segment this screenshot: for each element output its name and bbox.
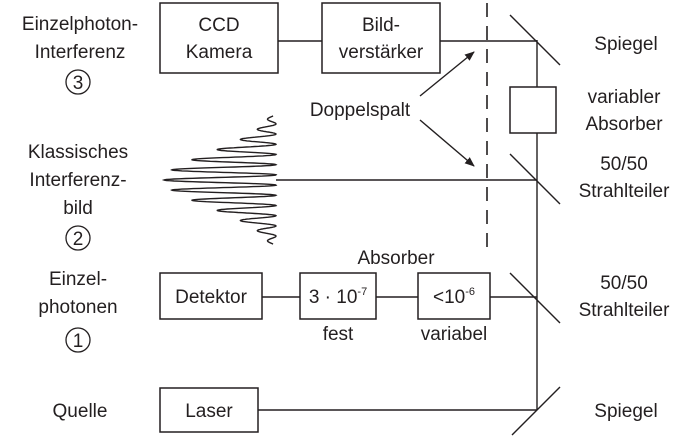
level1-number-circle [65, 327, 91, 353]
arrow-to-slit-top [419, 51, 475, 97]
ccd-label-line2: Kamera [186, 42, 253, 63]
double-slit-label: Doppelspalt [310, 100, 411, 121]
beam-splitter-middle-label-line1: 50/50 [600, 154, 648, 175]
arrow-to-slit-middle [419, 119, 475, 167]
level1-label-line2: photonen [38, 297, 117, 318]
level2-label-line1: Klassisches [28, 142, 128, 163]
laser-box [159, 387, 259, 433]
level1-number: 1 [73, 331, 84, 352]
variable-absorber-small-box [417, 272, 491, 320]
fixed-absorber-exponent: -7 [357, 286, 367, 298]
mirror-bottom [511, 386, 561, 436]
level2-label-line2: Interferenz- [29, 170, 126, 191]
variable-absorber-label-line2: Absorber [585, 114, 663, 135]
fixed-absorber-value: 3 · 10-7 [309, 286, 367, 308]
fixed-label: fest [323, 324, 354, 345]
fixed-absorber-base: 3 · 10 [309, 287, 358, 308]
mirror-top-label: Spiegel [594, 34, 657, 55]
variable-absorber-value: <10-6 [433, 286, 475, 308]
level2-number-circle [65, 225, 91, 251]
beam-splitter-lower-label-line2: Strahlteiler [579, 300, 670, 321]
level2-label-line3: bild [63, 198, 93, 219]
variable-absorber-label-line1: variabler [588, 87, 662, 108]
level3-number-circle [65, 69, 91, 95]
ccd-label-line1: CCD [198, 15, 239, 36]
intensifier-label-line2: verstärker [339, 42, 424, 63]
laser-label: Laser [185, 401, 233, 422]
level3-label-line2: Interferenz [35, 42, 126, 63]
level1-label-line1: Einzel- [49, 269, 107, 290]
ccd-camera-box [159, 2, 279, 74]
level3-number: 3 [73, 73, 84, 94]
beam-splitter-lower-label-line1: 50/50 [600, 273, 648, 294]
variable-absorber-exponent: -6 [465, 286, 475, 298]
intensifier-label-line1: Bild- [362, 15, 400, 36]
fixed-absorber-box [299, 272, 377, 320]
detector-box [159, 272, 263, 320]
beam-splitter-middle-label-line2: Strahlteiler [579, 181, 670, 202]
image-intensifier-box [321, 2, 441, 74]
variable-absorber-base: <10 [433, 287, 465, 308]
absorber-label: Absorber [357, 248, 435, 269]
beam-splitter-middle [509, 153, 561, 205]
mirror-top [509, 14, 561, 66]
level3-label-line1: Einzelphoton- [22, 14, 138, 35]
detector-label: Detektor [175, 287, 247, 308]
mirror-bottom-label: Spiegel [594, 401, 657, 422]
interference-pattern [161, 115, 278, 245]
variable-label: variabel [421, 324, 488, 345]
beam-splitter-lower [509, 272, 561, 324]
level2-number: 2 [73, 229, 84, 250]
variable-absorber-box [509, 86, 557, 134]
source-label: Quelle [53, 401, 108, 422]
